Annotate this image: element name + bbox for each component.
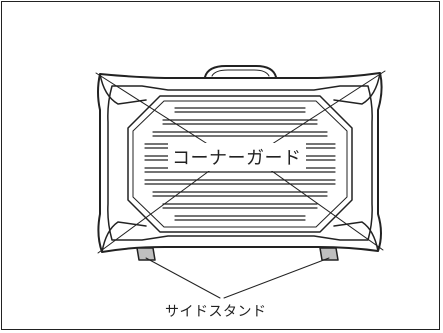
grille-frame-inner	[132, 100, 348, 228]
corner-guard-top-left	[99, 73, 147, 105]
corner-guard-bottom-right	[333, 221, 379, 252]
top-handle-inner	[211, 69, 270, 77]
corner-guard-top-right	[333, 72, 381, 105]
corner-guard-label: コーナーガード	[168, 143, 306, 171]
side-stand-right	[319, 247, 339, 261]
side-stand-leaders	[145, 257, 330, 299]
figure-frame	[1, 1, 440, 330]
corner-guard-bottom-left	[101, 221, 147, 253]
side-stand-left	[136, 247, 156, 261]
top-handle	[204, 65, 277, 78]
device-inner-body	[107, 85, 373, 241]
side-stand-label: サイドスタンド	[165, 304, 267, 320]
